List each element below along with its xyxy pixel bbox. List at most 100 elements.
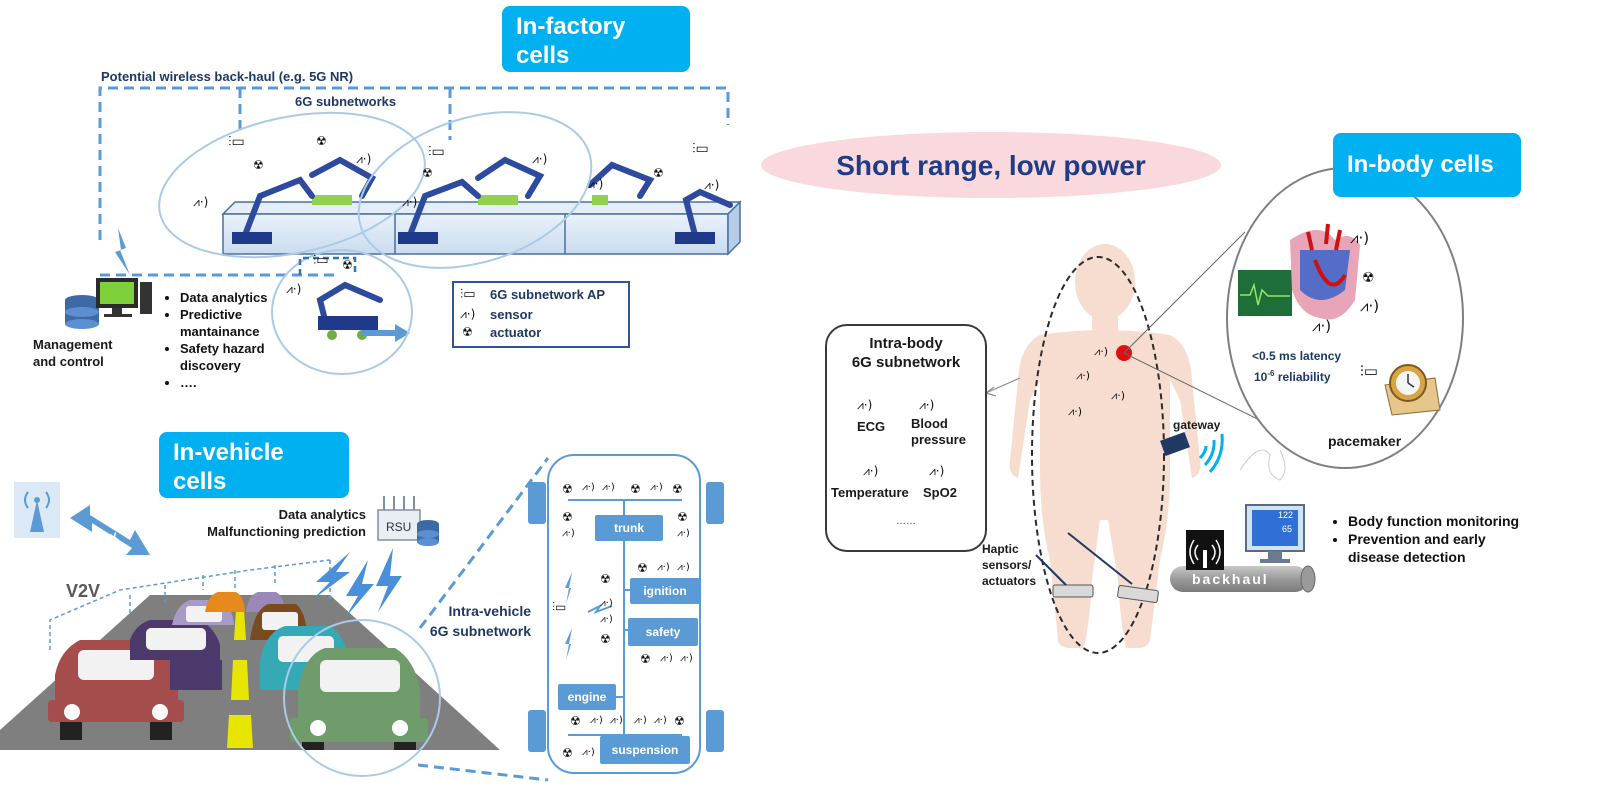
factory-bullet: Data analytics bbox=[180, 289, 300, 306]
actuator-icon: ☢ bbox=[462, 325, 473, 339]
body-bullet: Body function monitoring bbox=[1348, 512, 1611, 530]
zoom-line-top bbox=[1123, 231, 1246, 354]
spo2-label: SpO2 bbox=[923, 485, 957, 500]
blood-pressure-label: Blood pressure bbox=[911, 416, 966, 447]
actuator-icon: ☢ bbox=[653, 166, 664, 180]
sensor-icon: ⩘·) bbox=[680, 653, 693, 664]
monitor-value-2: 65 bbox=[1282, 524, 1293, 534]
sensor-icon: ⩘·) bbox=[857, 398, 873, 412]
sensor-icon: ⩘·) bbox=[610, 715, 623, 726]
monitor-icon bbox=[1245, 504, 1305, 563]
sensor-icon: ⩘·) bbox=[460, 307, 476, 321]
sensor-icon: ⩘·) bbox=[193, 195, 209, 209]
haptic-pointer-left bbox=[1035, 554, 1067, 586]
actuator-icon: ☢ bbox=[562, 510, 573, 524]
sensor-icon: ⩘·) bbox=[588, 177, 604, 191]
pacemaker-device-icon bbox=[1384, 364, 1441, 416]
body-bullet: Prevention and early disease detection bbox=[1348, 530, 1611, 566]
actuator-icon: ☢ bbox=[316, 134, 327, 148]
sensor-icon: ⩘·) bbox=[863, 464, 879, 478]
legend-actuator-label: actuator bbox=[490, 325, 542, 340]
engine-box: engine bbox=[558, 684, 616, 710]
sensor-icon: ⩘·) bbox=[657, 562, 670, 573]
actuator-icon: ☢ bbox=[253, 158, 264, 172]
mobile-link-dashed bbox=[298, 256, 357, 275]
actuator-icon: ☢ bbox=[600, 632, 611, 646]
sensor-icon: ⩘·) bbox=[704, 178, 720, 192]
management-label: Management and control bbox=[33, 337, 113, 369]
access-point-icon: ⫶▭ bbox=[313, 253, 329, 268]
latency-label: <0.5 ms latency bbox=[1252, 349, 1342, 363]
sensor-icon: ⩘·) bbox=[600, 614, 613, 625]
vehicle-lightning-icon bbox=[312, 548, 402, 618]
road-lane-marks bbox=[227, 610, 253, 748]
sensor-icon: ⩘·) bbox=[602, 482, 615, 493]
sensor-icon: ⩘·) bbox=[582, 747, 595, 758]
actuator-icon: ☢ bbox=[677, 510, 688, 524]
rsu-icon bbox=[377, 496, 439, 546]
pacemaker-label: pacemaker bbox=[1328, 433, 1402, 449]
actuator-icon: ☢ bbox=[637, 561, 648, 575]
actuator-icon: ☢ bbox=[562, 746, 573, 760]
actuator-icon: ☢ bbox=[1362, 270, 1375, 286]
intra-vehicle-label: Intra-vehicle 6G subnetwork bbox=[429, 603, 531, 639]
haptic-label: Haptic sensors/ actuators bbox=[982, 542, 1037, 588]
haptic-pointer-right bbox=[1067, 532, 1133, 585]
v2v-label: V2V bbox=[66, 581, 101, 601]
sensor-icon: ⩘·) bbox=[1068, 405, 1082, 418]
factory-bullet-list: Data analytics Predictive mantainance Sa… bbox=[166, 289, 300, 391]
actuator-icon: ☢ bbox=[342, 258, 353, 272]
reliability-base: 10 bbox=[1254, 370, 1268, 384]
in-body-title: In-body cells bbox=[1333, 133, 1521, 197]
actuator-icon: ☢ bbox=[640, 652, 651, 666]
safety-box: safety bbox=[628, 618, 698, 646]
body-bullet-list: Body function monitoring Prevention and … bbox=[1334, 512, 1611, 566]
sensor-icon: ⩘·) bbox=[1076, 369, 1090, 382]
suspension-box: suspension bbox=[600, 736, 690, 764]
car-subnetwork-circle bbox=[283, 619, 441, 777]
haptic-pad-left bbox=[1052, 584, 1094, 598]
backhaul-label: Potential wireless back-haul (e.g. 5G NR… bbox=[101, 69, 354, 84]
actuator-icon: ☢ bbox=[672, 482, 683, 496]
v2x-arrow-icon bbox=[70, 505, 150, 555]
wireless-bolt-icon bbox=[115, 228, 130, 275]
sensor-icon: ⩘·) bbox=[356, 152, 372, 166]
sensor-icon: ⩘·) bbox=[1094, 345, 1108, 358]
sensor-icon: ⩘·) bbox=[286, 282, 302, 296]
sensor-icon: ⩘·) bbox=[402, 195, 418, 209]
legend-ap-label: 6G subnetwork AP bbox=[490, 287, 606, 302]
ignition-box: ignition bbox=[630, 578, 700, 604]
sensor-icon: ⩘·) bbox=[1350, 229, 1370, 247]
sensor-icon: ⩘·) bbox=[582, 482, 595, 493]
wire-squiggle bbox=[1239, 449, 1286, 481]
sensor-icon: ⩘·) bbox=[600, 598, 613, 609]
gateway-device-icon bbox=[1160, 432, 1190, 456]
heart-anatomy-icon bbox=[1238, 223, 1360, 320]
sensor-icon: ⩘·) bbox=[562, 528, 575, 539]
factory-bullet: …. bbox=[180, 374, 300, 391]
robot-arms bbox=[242, 156, 733, 323]
ecg-label: ECG bbox=[857, 419, 886, 434]
trunk-box: trunk bbox=[595, 515, 663, 541]
sensor-icon: ⩘·) bbox=[634, 715, 647, 726]
sensor-icon: ⩘·) bbox=[929, 464, 945, 478]
actuator-icon: ☢ bbox=[570, 714, 581, 728]
intra-body-ellipse bbox=[1031, 256, 1165, 654]
access-point-icon: ⫶▭ bbox=[228, 134, 245, 150]
legend-sensor-label: sensor bbox=[490, 307, 533, 322]
access-point-icon: ⫶▭ bbox=[692, 141, 709, 157]
sensor-icon: ⩘·) bbox=[1312, 317, 1332, 335]
backhaul-label: backhaul bbox=[1192, 571, 1269, 587]
robot-bases bbox=[232, 232, 715, 340]
cell-tower-icon bbox=[14, 482, 60, 538]
factory-bullet: Predictive mantainance bbox=[180, 306, 300, 340]
mobile-robot-arrow-icon bbox=[362, 324, 410, 342]
actuator-icon: ☢ bbox=[674, 714, 685, 728]
car-orange-icon bbox=[205, 592, 245, 612]
in-body-ellipse bbox=[1226, 167, 1464, 469]
sensor-icon: ⩘·) bbox=[650, 482, 663, 493]
haptic-pad-right bbox=[1117, 585, 1159, 603]
intra-body-ellipsis: …… bbox=[896, 516, 916, 527]
sensor-icon: ⩘·) bbox=[1360, 297, 1380, 315]
